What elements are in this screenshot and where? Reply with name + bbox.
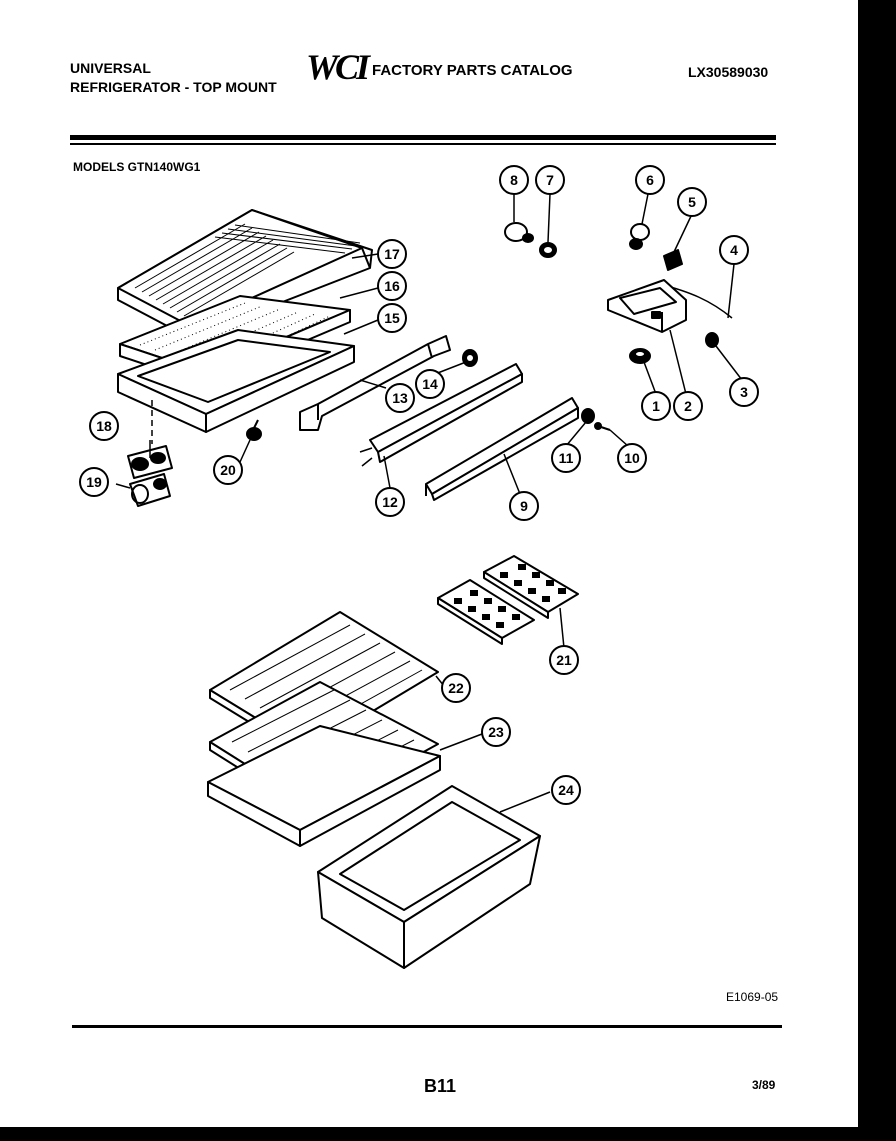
svg-text:15: 15: [384, 310, 400, 326]
bulb-part-8: [504, 222, 534, 243]
callout-22: 22: [441, 673, 471, 703]
callout-19: 19: [79, 467, 109, 497]
socket-part-7: [539, 242, 557, 258]
svg-text:6: 6: [646, 172, 654, 188]
knob-part-6: [629, 223, 650, 250]
svg-text:23: 23: [488, 724, 504, 740]
brand-line-1: UNIVERSAL: [70, 60, 151, 76]
callout-24: 24: [551, 775, 581, 805]
crisper-base-frame: [207, 725, 441, 847]
callout-16: 16: [377, 271, 407, 301]
callout-7: 7: [535, 165, 565, 195]
svg-text:1: 1: [652, 398, 660, 414]
callout-1: 1: [641, 391, 671, 421]
models-label: MODELS GTN140WG1: [73, 160, 201, 174]
callout-20: 20: [213, 455, 243, 485]
callout-13: 13: [385, 383, 415, 413]
callout-15: 15: [377, 303, 407, 333]
catalog-number: LX30589030: [688, 64, 769, 80]
svg-text:8: 8: [510, 172, 518, 188]
callout-2: 2: [673, 391, 703, 421]
wci-logo: WCI: [306, 47, 370, 87]
header-rule-thick: [70, 135, 776, 140]
washer-part-11: [581, 408, 595, 424]
svg-text:22: 22: [448, 680, 464, 696]
svg-text:9: 9: [520, 498, 528, 514]
callout-6: 6: [635, 165, 665, 195]
callout-4: 4: [719, 235, 749, 265]
callout-21: 21: [549, 645, 579, 675]
clip-part-18: [127, 445, 173, 479]
brand-line-2: REFRIGERATOR - TOP MOUNT: [70, 79, 277, 95]
footer-rule: [72, 1025, 782, 1028]
callout-markers: 1 2 3 4 5 6 7 8 9 10 11 12 13 14 15 16 1…: [79, 165, 759, 805]
svg-text:18: 18: [96, 418, 112, 434]
callout-10: 10: [617, 443, 647, 473]
svg-text:19: 19: [86, 474, 102, 490]
svg-text:12: 12: [382, 494, 398, 510]
callout-8: 8: [499, 165, 529, 195]
svg-text:13: 13: [392, 390, 408, 406]
crisper-drawer-part-24: [317, 785, 541, 969]
ice-tray-part-21: [437, 555, 579, 645]
svg-text:10: 10: [624, 450, 640, 466]
callout-3: 3: [729, 377, 759, 407]
svg-text:7: 7: [546, 172, 554, 188]
housing-part-2: [607, 279, 687, 333]
header-rule-thin: [70, 143, 776, 145]
svg-text:11: 11: [559, 450, 574, 466]
clip-part-3: [705, 332, 719, 348]
svg-text:14: 14: [422, 376, 438, 392]
callout-23: 23: [481, 717, 511, 747]
svg-text:4: 4: [730, 242, 738, 258]
exploded-parts-diagram: 1 2 3 4 5 6 7 8 9 10 11 12 13 14 15 16 1…: [79, 165, 759, 969]
svg-text:20: 20: [220, 462, 236, 478]
svg-text:3: 3: [740, 384, 748, 400]
callout-9: 9: [509, 491, 539, 521]
callout-11: 11: [551, 443, 581, 473]
svg-text:16: 16: [384, 278, 400, 294]
figure-code: E1069-05: [726, 990, 779, 1004]
bar-part-9: [425, 397, 579, 501]
switch-part-5: [663, 249, 683, 271]
washer-part-1: [629, 348, 651, 364]
crisper-cover-top-part: [117, 209, 373, 339]
screw-part-10: [594, 422, 611, 431]
print-date: 3/89: [752, 1078, 776, 1092]
callout-14: 14: [415, 369, 445, 399]
nut-part-14: [462, 349, 478, 367]
svg-text:24: 24: [558, 782, 574, 798]
screw-part-20: [246, 419, 262, 441]
svg-text:21: 21: [556, 652, 572, 668]
svg-text:17: 17: [384, 246, 400, 262]
catalog-page: UNIVERSAL REFRIGERATOR - TOP MOUNT WCI F…: [0, 0, 858, 1127]
page-number: B11: [424, 1076, 457, 1096]
svg-text:2: 2: [684, 398, 692, 414]
bracket-part-12: [359, 363, 523, 467]
catalog-title: FACTORY PARTS CATALOG: [372, 62, 573, 79]
callout-5: 5: [677, 187, 707, 217]
callout-18: 18: [89, 411, 119, 441]
callout-12: 12: [375, 487, 405, 517]
rail-part-13: [299, 335, 451, 431]
callout-17: 17: [377, 239, 407, 269]
crisper-frame-part: [117, 329, 355, 433]
svg-text:5: 5: [688, 194, 696, 210]
clip-part-19: [129, 473, 171, 507]
